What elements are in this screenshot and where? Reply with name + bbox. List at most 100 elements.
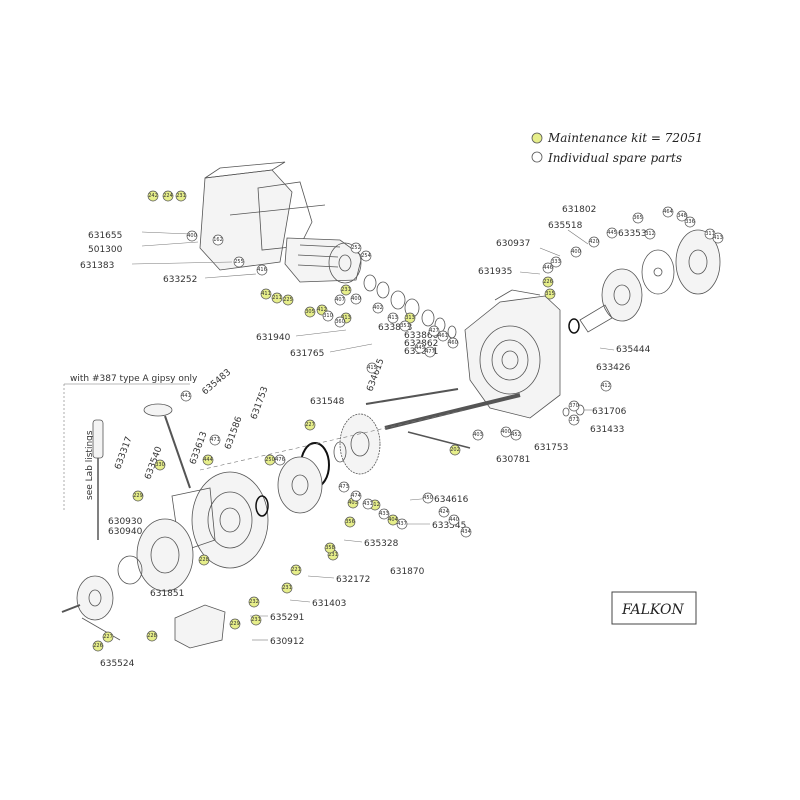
- maintenance-kit-callout-label: 250: [265, 457, 275, 463]
- part-number: 633426: [596, 363, 631, 373]
- maintenance-kit-callout-label: 313: [405, 315, 415, 321]
- spare-part-callout: [460, 526, 472, 538]
- spare-part-callout-label: 252: [351, 245, 361, 251]
- spare-part-callout-label: 461: [438, 333, 448, 339]
- maintenance-kit-callout-label: 226: [543, 279, 553, 285]
- spare-part-callout: [399, 320, 411, 332]
- part-number: 630940: [108, 527, 143, 537]
- seal-stack: [363, 274, 457, 339]
- maintenance-kit-callout: [154, 459, 166, 471]
- winch-handle: [92, 419, 104, 540]
- maintenance-kit-callout: [304, 306, 316, 318]
- spare-part-callout: [350, 490, 362, 502]
- spare-part-callout-label: 336: [685, 219, 695, 225]
- maintenance-kit-callout-label: 404: [388, 517, 398, 523]
- maintenance-kit-callout-label: 225: [283, 297, 293, 303]
- spare-part-callout-label: 441: [181, 393, 191, 399]
- part-number: 501300: [88, 245, 123, 255]
- maintenance-kit-callout-label: 202: [450, 447, 460, 453]
- clutch-handle: [143, 403, 191, 489]
- maintenance-kit-callout-label: 228: [199, 557, 209, 563]
- lower-gipsy: [117, 518, 194, 592]
- spare-part-callout: [606, 227, 618, 239]
- part-number: 631851: [150, 589, 184, 599]
- individual-parts-legend-icon: [531, 151, 543, 163]
- spare-part-callout: [510, 429, 522, 441]
- hand-wheel: [61, 575, 121, 641]
- spare-part-callout-label: 452: [511, 432, 521, 438]
- spare-part-callout: [644, 228, 656, 240]
- maintenance-kit-callout: [260, 288, 272, 300]
- maintenance-kit-callout-label: 229: [133, 493, 143, 499]
- spare-part-callout-label: 402: [373, 305, 383, 311]
- maintenance-kit-callout-label: 229: [230, 621, 240, 627]
- maintenance-kit-callout-label: 444: [203, 457, 213, 463]
- spare-part-callout-label: 413: [713, 235, 723, 241]
- maintenance-kit-callout-label: 313: [341, 315, 351, 321]
- spare-part-callout-label: 370: [569, 403, 579, 409]
- maintenance-kit-callout: [92, 640, 104, 652]
- spare-part-callout: [334, 316, 346, 328]
- part-number: 631433: [590, 425, 624, 435]
- lever-note: see Lab listings: [85, 430, 95, 500]
- spare-part-callout: [414, 342, 426, 354]
- spare-part-callout: [588, 236, 600, 248]
- part-number: 632172: [336, 575, 370, 585]
- maintenance-kit-callout: [202, 454, 214, 466]
- spare-part-callout-label: 360: [335, 319, 345, 325]
- spare-part-callout: [448, 514, 460, 526]
- part-number: 633252: [163, 275, 197, 285]
- part-number: 631403: [312, 599, 346, 609]
- spare-part-callout-label: 413: [388, 315, 398, 321]
- part-number: 631753: [534, 443, 568, 453]
- spare-part-callout: [712, 232, 724, 244]
- spare-part-callout: [372, 302, 384, 314]
- spare-part-callout-label: 445: [415, 345, 425, 351]
- maintenance-kit-callout: [387, 514, 399, 526]
- spare-part-callout-label: 464: [663, 209, 673, 215]
- spare-part-callout: [362, 498, 374, 510]
- spare-part-callout-label: 431: [363, 501, 373, 507]
- spare-part-callout-label: 371: [569, 417, 579, 423]
- spare-part-callout-label: 434: [461, 529, 471, 535]
- part-number: 633545: [432, 521, 466, 531]
- maintenance-kit-callout: [147, 190, 159, 202]
- spare-part-callout: [438, 506, 450, 518]
- maintenance-kit-callout-label: 211: [272, 295, 282, 301]
- spare-part-callout: [447, 337, 459, 349]
- spare-part-callout-label: 412: [601, 383, 611, 389]
- part-number: 635524: [100, 659, 135, 669]
- maintenance-kit-callout: [281, 582, 293, 594]
- spare-part-callout: [360, 250, 372, 262]
- part-number: 635518: [548, 221, 583, 231]
- spare-part-callout-label: 445: [607, 230, 617, 236]
- spare-part-callout-label: 311: [705, 231, 715, 237]
- maintenance-kit-callout: [544, 288, 556, 300]
- maintenance-kit-callout: [175, 190, 187, 202]
- part-number: 635483: [201, 368, 234, 398]
- spare-part-callout: [550, 256, 562, 268]
- maintenance-kit-callout: [146, 630, 158, 642]
- spare-part-callout: [180, 390, 192, 402]
- spare-part-callout: [338, 481, 350, 493]
- spare-part-callout-label: 416: [257, 267, 267, 273]
- part-number: 633530: [618, 229, 653, 239]
- spare-part-callout-label: 474: [351, 493, 361, 499]
- maintenance-kit-callout: [304, 419, 316, 431]
- spare-part-callout: [186, 230, 198, 242]
- spare-part-callout: [662, 206, 674, 218]
- part-number: 635444: [616, 345, 651, 355]
- base-cover: [174, 604, 226, 649]
- part-number: 631706: [592, 407, 627, 417]
- maintenance-kit-callout: [542, 276, 554, 288]
- part-number: 635328: [364, 539, 399, 549]
- spare-part-callout-label: 427: [429, 328, 439, 334]
- spare-part-callout-label: 433: [379, 511, 389, 517]
- part-number: 631940: [256, 333, 291, 343]
- maintenance-kit-callout-label: 227: [103, 634, 113, 640]
- spare-part-callout-label: 365: [633, 215, 643, 221]
- spare-part-callout-label: 255: [234, 259, 244, 265]
- spare-part-callout-label: 403: [473, 432, 483, 438]
